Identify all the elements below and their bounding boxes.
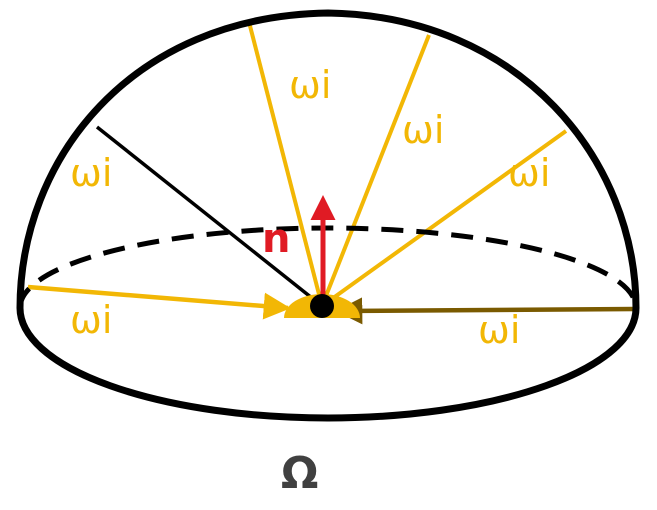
incident-ray-right [320,129,568,308]
base-ellipse-back [17,225,639,309]
incident-ray-top [247,21,324,307]
wi-label-bottom-right: ωi [478,308,520,352]
wi-label-upper-right: ωi [402,108,444,152]
incident-ray-upper-right [320,34,431,307]
solid-angle-label: Ω [281,448,318,499]
wi-label-left: ωi [70,151,112,195]
wi-label-top: ωi [289,63,331,107]
hemisphere-dome [16,9,640,309]
incident-ray-left-horizontal [27,284,291,320]
wi-label-bottom-left: ωi [70,298,112,342]
base-ellipse-front [16,307,640,422]
wi-label-right: ωi [508,151,550,195]
incident-ray-right-horizontal [335,297,636,325]
surface-point [310,294,334,318]
normal-label: n [262,216,290,262]
incident-ray-black [95,125,324,308]
